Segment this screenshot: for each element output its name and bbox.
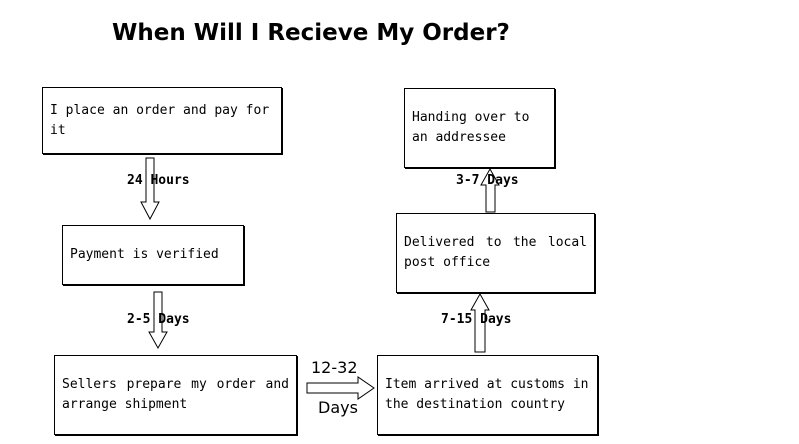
step-place-order-text: I place an order and pay for it [50,102,270,138]
step-seller-ship-text: Sellers prepare my order and arrange shi… [62,377,289,412]
step-customs: Item arrived at customs in the destinati… [377,355,598,435]
duration-7-15-days: 7-15 Days [441,312,512,327]
diagram-title: When Will I Recieve My Order? [112,20,510,46]
duration-12-32: 12-32 [311,358,358,377]
arrow-down-1 [140,157,160,221]
arrow-down-2 [148,291,168,350]
arrow-right [306,376,375,400]
duration-3-7-days: 3-7 Days [456,173,519,188]
step-seller-ship: Sellers prepare my order and arrange shi… [54,355,297,435]
step-local-post: Delivered to the local post office [396,213,595,293]
duration-24-hours: 24 Hours [127,173,190,188]
duration-2-5-days: 2-5 Days [127,312,190,327]
step-payment-verified-text: Payment is verified [70,247,219,262]
step-payment-verified: Payment is verified [62,225,244,285]
step-place-order: I place an order and pay for it [42,87,282,154]
step-handover-text: Handing over to an addressee [412,110,530,145]
step-local-post-text: Delivered to the local post office [404,235,587,270]
step-customs-text: Item arrived at customs in the destinati… [385,377,589,412]
duration-days: Days [318,398,358,417]
step-handover: Handing over to an addressee [404,88,555,168]
arrow-up-2 [480,167,500,213]
arrow-up-1 [470,292,490,353]
